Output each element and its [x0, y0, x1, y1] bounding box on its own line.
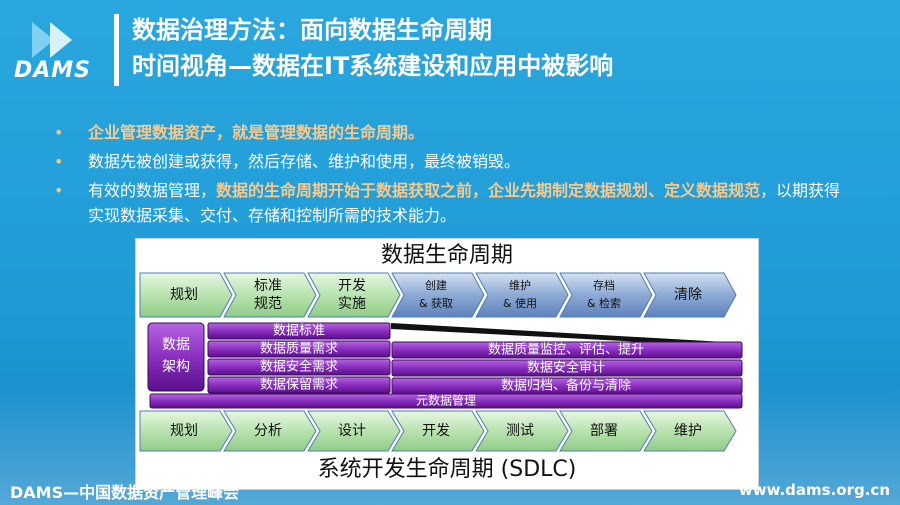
timeline-wedge — [391, 323, 742, 347]
logo-text: DAMS — [14, 58, 92, 83]
top-stage-label: 清除 — [674, 287, 702, 303]
top-stage-chevron — [559, 272, 653, 318]
top-stage-label: 实施 — [338, 296, 366, 312]
bullet-item: • 数据先被创建或获得，然后存储、维护和使用，最终被销毁。 — [52, 149, 852, 174]
lifecycle-diagram: 数据生命周期系统开发生命周期 (SDLC)规划标准规范开发实施创建& 获取维护&… — [135, 238, 759, 490]
top-stage-chevron — [643, 272, 737, 318]
bottom-stage-label: 设计 — [338, 423, 366, 439]
requirement-bar — [207, 322, 391, 340]
top-stage-label: 开发 — [338, 278, 366, 294]
bullet-highlight: 数据的生命周期开始于数据获取之前，企业先期制定数据规划、定义数据规范 — [216, 181, 761, 200]
top-stage-chevron — [475, 272, 569, 318]
operation-bar-label: 数据安全审计 — [527, 360, 605, 376]
bottom-stage-chevron — [643, 410, 737, 452]
bottom-stage-chevron — [559, 410, 653, 452]
page-title: 数据治理方法：面向数据生命周期 时间视角—数据在IT系统建设和应用中被影响 — [132, 12, 613, 84]
top-stage-label: 规范 — [254, 295, 282, 312]
footer-url: www.dams.org.cn — [738, 481, 890, 499]
bottom-stage-label: 规划 — [170, 423, 198, 439]
top-stage-chevron — [139, 272, 233, 318]
top-stage-label: 标准 — [254, 278, 282, 294]
bullet-highlight: 企业管理数据资产，就是管理数据的生命周期。 — [88, 123, 425, 142]
title-accent-bar — [114, 14, 119, 86]
architecture-label: 数据 — [162, 337, 190, 353]
bullet-item: • 企业管理数据资产，就是管理数据的生命周期。 — [52, 120, 852, 145]
top-stage-label: 规划 — [170, 287, 198, 303]
operation-bar-label: 数据质量监控、评估、提升 — [488, 342, 644, 358]
bottom-stage-label: 分析 — [254, 423, 282, 439]
requirement-bar — [207, 376, 391, 394]
bottom-stage-label: 开发 — [422, 423, 450, 439]
top-stage-label: & 获取 — [419, 297, 453, 310]
bullet-pre: 有效的数据管理， — [88, 181, 217, 200]
architecture-box — [147, 322, 205, 392]
top-stage-label: & 检索 — [587, 296, 621, 310]
operation-bar-label: 数据归档、备份与清除 — [501, 378, 631, 394]
bottom-stage-chevron — [139, 410, 233, 452]
requirement-bar — [207, 358, 391, 376]
title-line-2: 时间视角—数据在IT系统建设和应用中被影响 — [132, 52, 614, 80]
double-chevron-icon — [32, 22, 72, 58]
top-stage-label: 创建 — [425, 278, 447, 292]
top-stage-label: & 使用 — [503, 297, 537, 310]
lifecycle-title: 数据生命周期 — [381, 243, 513, 268]
top-stage-chevron — [223, 272, 317, 318]
bullet-dot: • — [54, 181, 64, 200]
operation-bar — [391, 341, 743, 359]
top-stage-label: 存档 — [593, 278, 615, 292]
bullet-post: ，以期获得实现数据采集、交付、存储和控制所需的技术能力。 — [88, 181, 841, 225]
top-stage-label: 维护 — [509, 278, 531, 292]
bullet-list: • 企业管理数据资产，就是管理数据的生命周期。 • 数据先被创建或获得，然后存储… — [52, 120, 852, 232]
footer-left: DAMS—中国数据资产管理峰会 — [10, 483, 240, 502]
title-line-1: 数据治理方法：面向数据生命周期 — [132, 16, 492, 44]
top-stage-chevron — [391, 272, 485, 318]
bottom-stage-chevron — [475, 410, 569, 452]
requirement-bar — [207, 340, 391, 358]
requirement-bar-label: 数据质量需求 — [260, 342, 338, 357]
bottom-stage-label: 测试 — [506, 423, 534, 439]
bullet-text: 数据先被创建或获得，然后存储、维护和使用，最终被销毁。 — [88, 152, 521, 171]
metadata-bar-label: 元数据管理 — [416, 393, 476, 408]
bottom-stage-chevron — [391, 410, 485, 452]
top-stage-chevron — [307, 272, 401, 318]
bullet-dot: • — [54, 152, 64, 171]
bullet-item: • 有效的数据管理，数据的生命周期开始于数据获取之前，企业先期制定数据规划、定义… — [52, 178, 852, 228]
bottom-stage-label: 部署 — [590, 423, 618, 439]
bottom-stage-chevron — [223, 410, 317, 452]
bullet-dot: • — [54, 123, 64, 142]
requirement-bar-label: 数据标准 — [273, 324, 325, 339]
architecture-label: 架构 — [162, 359, 190, 375]
requirement-bar-label: 数据安全需求 — [260, 359, 338, 375]
sdlc-title: 系统开发生命周期 (SDLC) — [318, 457, 577, 482]
bottom-stage-label: 维护 — [674, 423, 702, 439]
dams-logo — [10, 14, 100, 84]
operation-bar — [391, 359, 743, 377]
metadata-bar — [149, 393, 743, 409]
requirement-bar-label: 数据保留需求 — [260, 378, 338, 393]
bottom-stage-chevron — [307, 410, 401, 452]
